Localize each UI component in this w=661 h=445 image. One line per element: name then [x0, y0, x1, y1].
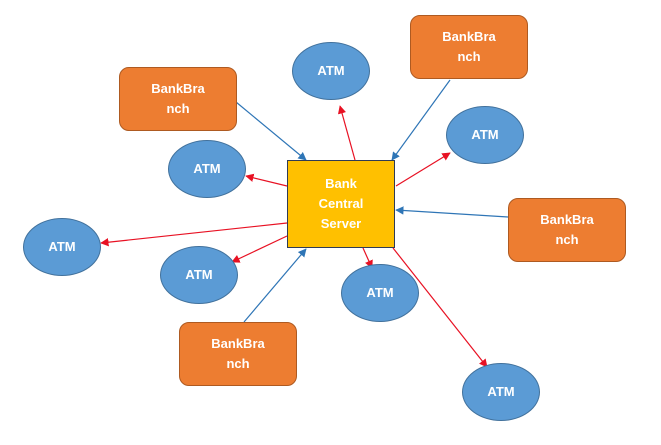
- atm-left-lower: ATM: [160, 246, 238, 304]
- bank-branch-label: BankBra nch: [151, 79, 204, 119]
- atm-label: ATM: [471, 127, 499, 142]
- branch-label-line2: nch: [555, 232, 579, 247]
- atm-label: ATM: [317, 63, 345, 78]
- bank-branch-bottom: BankBra nch: [179, 322, 297, 386]
- arrow-branch-topleft-to-server: [235, 101, 307, 161]
- server-label-line3: Server: [320, 216, 362, 231]
- branch-label-line1: BankBra: [151, 81, 205, 96]
- branch-label-line1: BankBra: [540, 212, 594, 227]
- atm-label: ATM: [48, 239, 76, 254]
- atm-upper-right: ATM: [446, 106, 524, 164]
- branch-label-line1: BankBra: [442, 29, 496, 44]
- atm-label: ATM: [193, 161, 221, 176]
- arrow-branch-topright-to-server: [391, 79, 451, 161]
- atm-top: ATM: [292, 42, 370, 100]
- bank-branch-topright: BankBra nch: [410, 15, 528, 79]
- server-label-line1: Bank: [325, 176, 357, 191]
- atm-label: ATM: [487, 384, 515, 399]
- atm-far-left: ATM: [23, 218, 101, 276]
- branch-label-line2: nch: [166, 101, 190, 116]
- branch-label-line2: nch: [226, 356, 250, 371]
- arrow-server-to-atm-bottom-right: [392, 247, 488, 368]
- bank-branch-label: BankBra nch: [540, 210, 593, 250]
- arrow-server-to-atm-upper-right: [395, 152, 451, 187]
- bank-branch-label: BankBra nch: [211, 334, 264, 374]
- atm-label: ATM: [185, 267, 213, 282]
- bank-central-server-label: Bank Central Server: [319, 174, 364, 234]
- bank-central-server: Bank Central Server: [287, 160, 395, 248]
- arrow-branch-right-to-server: [395, 206, 509, 218]
- bank-branch-topleft: BankBra nch: [119, 67, 237, 131]
- arrow-branch-bottom-to-server: [243, 248, 307, 323]
- arrow-server-to-atm-left-upper: [245, 173, 288, 187]
- atm-label: ATM: [366, 285, 394, 300]
- server-label-line2: Central: [318, 196, 364, 211]
- arrow-server-to-atm-far-left: [100, 222, 288, 247]
- bank-branch-label: BankBra nch: [442, 27, 495, 67]
- branch-label-line1: BankBra: [211, 336, 265, 351]
- bank-branch-right: BankBra nch: [508, 198, 626, 262]
- atm-bottom-center: ATM: [341, 264, 419, 322]
- atm-left-upper: ATM: [168, 140, 246, 198]
- arrow-server-to-atm-top: [337, 105, 356, 161]
- atm-bottom-right: ATM: [462, 363, 540, 421]
- branch-label-line2: nch: [457, 49, 481, 64]
- arrow-server-to-atm-left-lower: [231, 235, 288, 263]
